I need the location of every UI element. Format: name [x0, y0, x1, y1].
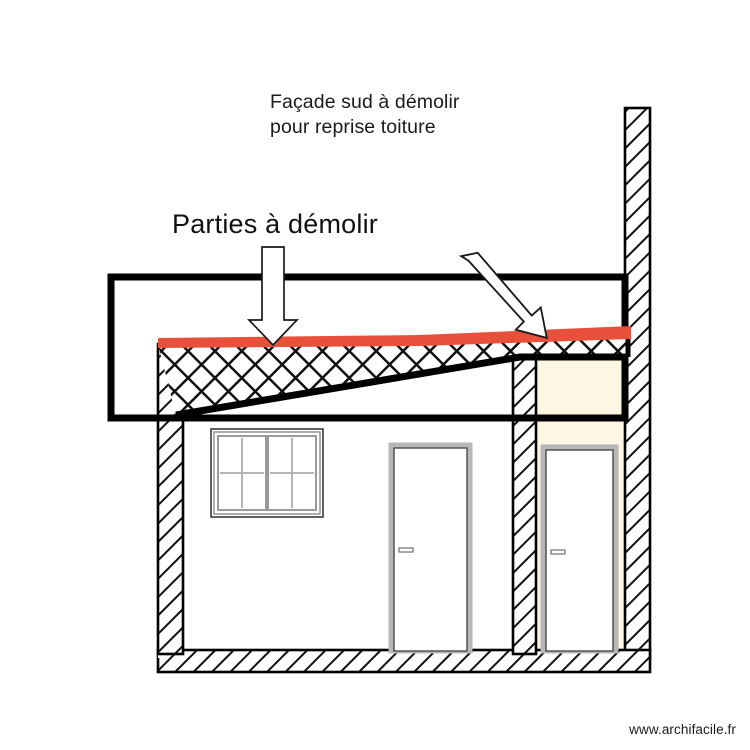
door-main-room[interactable]	[388, 442, 473, 654]
right-exterior-wall	[623, 106, 652, 660]
door-handle-icon	[398, 547, 414, 553]
diagonal-arrow	[458, 251, 548, 340]
door-right-room[interactable]	[540, 444, 619, 654]
down-arrow	[247, 246, 299, 347]
door-handle-icon	[550, 549, 566, 555]
middle-partition-wall	[511, 350, 538, 658]
roof-lower-edge	[175, 353, 628, 419]
window-double-casement[interactable]	[210, 428, 324, 518]
